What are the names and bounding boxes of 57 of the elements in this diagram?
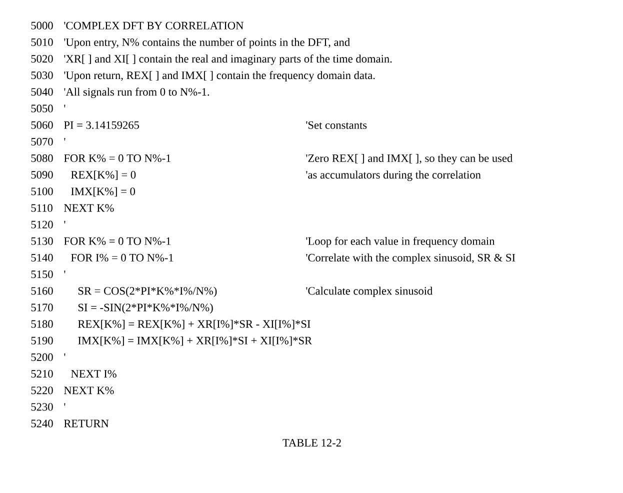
code-line: ' [64, 220, 66, 224]
code-line: REX[K%] = 0 [71, 170, 136, 180]
line-number: 5080 [31, 154, 53, 162]
line-number: 5060 [31, 121, 53, 129]
code-line: IMX[K%] = IMX[K%] + XR[I%]*SI + XI[I%]*SR [78, 336, 312, 346]
code-line: ' [64, 270, 66, 274]
line-number: 5170 [31, 304, 53, 312]
line-number: 5150 [31, 270, 53, 278]
line-number: 5220 [31, 386, 53, 394]
line-number: 5130 [31, 237, 53, 245]
code-line: FOR K% = 0 TO N%-1 [64, 154, 171, 162]
code-line: SI = -SIN(2*PI*K%*I%/N%) [78, 303, 213, 314]
line-number: 5160 [31, 287, 53, 295]
code-comment: 'Zero REX[ ] and IMX[ ], so they can be used [306, 154, 512, 164]
line-number: 5070 [31, 138, 53, 146]
code-line: ' [64, 104, 66, 108]
line-number: 5200 [31, 353, 53, 361]
code-line: FOR K% = 0 TO N%-1 [64, 237, 171, 245]
line-number: 5140 [31, 254, 53, 262]
code-line: ' [64, 403, 66, 406]
code-line: SR = COS(2*PI*K%*I%/N%) [78, 286, 217, 297]
line-number: 5240 [31, 420, 53, 428]
code-line: PI = 3.14159265 [64, 121, 139, 129]
line-number: 5010 [31, 38, 53, 46]
code-comment: 'Calculate complex sinusoid [306, 286, 433, 297]
line-number: 5230 [31, 403, 53, 411]
line-number: 5040 [31, 88, 53, 96]
code-line: 'COMPLEX DFT BY CORRELATION [64, 22, 244, 30]
code-line: NEXT I% [71, 370, 116, 378]
code-line: FOR I% = 0 TO N%-1 [71, 254, 174, 262]
line-number: 5090 [31, 170, 53, 179]
code-line: IMX[K%] = 0 [71, 187, 136, 197]
code-line: 'XR[ ] and XI[ ] contain the real and imaginary parts of the time domain. [64, 54, 392, 65]
line-number: 5050 [31, 104, 53, 112]
code-line: 'All signals run from 0 to N%-1. [64, 88, 210, 98]
line-number: 5020 [31, 54, 53, 63]
code-line: 'Upon return, REX[ ] and IMX[ ] contain the frequency domain data. [64, 71, 375, 82]
line-number: 5190 [31, 336, 53, 344]
table-caption: TABLE 12-2 [282, 439, 341, 447]
code-line: ' [64, 354, 66, 356]
line-number: 5100 [31, 188, 53, 196]
line-number: 5000 [31, 22, 53, 30]
code-comment: 'Loop for each value in frequency domain [306, 236, 495, 248]
line-number: 5030 [31, 71, 53, 80]
line-number: 5210 [31, 370, 53, 378]
code-comment: 'as accumulators during the correlation [306, 170, 481, 181]
line-number: 5110 [31, 204, 52, 212]
code-line: ' [64, 138, 66, 141]
code-comment: 'Correlate with the complex sinusoid, SR & SI [306, 254, 516, 264]
code-line: NEXT K% [64, 204, 114, 212]
code-comment: 'Set constants [306, 121, 367, 129]
line-number: 5120 [31, 220, 53, 228]
code-line: 'Upon entry, N% contains the number of points in the DFT, and [64, 38, 350, 48]
code-line: RETURN [64, 420, 109, 428]
code-line: REX[K%] = REX[K%] + XR[I%]*SR - XI[I%]*SI [78, 320, 310, 330]
code-line: NEXT K% [64, 386, 114, 394]
line-number: 5180 [31, 320, 53, 328]
